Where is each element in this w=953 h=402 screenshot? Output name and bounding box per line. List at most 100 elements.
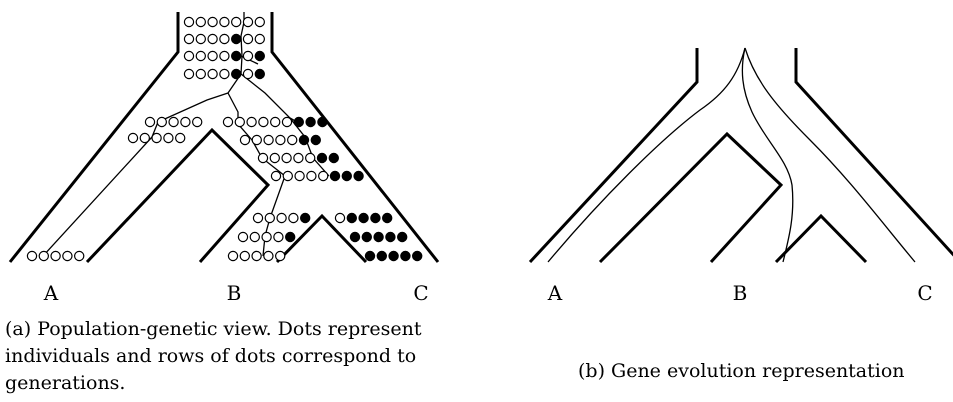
individual-dot-open xyxy=(50,250,61,262)
individual-dot-filled xyxy=(254,50,265,62)
gene-lineages xyxy=(547,47,916,263)
individual-dot-open xyxy=(264,212,275,224)
individual-dot-open xyxy=(251,134,262,146)
individual-dot-open xyxy=(144,116,156,128)
individual-dot-open xyxy=(219,33,230,45)
individual-dot-filled xyxy=(353,170,364,182)
individual-dot-open xyxy=(207,68,218,80)
individual-dot-open xyxy=(242,33,254,45)
individual-dot-filled xyxy=(412,250,423,262)
individual-dot-open xyxy=(219,16,230,28)
individual-dot-filled xyxy=(329,170,341,182)
individual-dot-open xyxy=(151,132,162,144)
individual-dot-open xyxy=(239,134,251,146)
individual-dot-open xyxy=(269,152,280,164)
individual-dot-filled xyxy=(328,152,339,164)
gene-tree-right-wall xyxy=(794,48,953,257)
individual-dot-filled xyxy=(361,231,372,243)
individual-dot-open xyxy=(273,231,284,243)
individual-dot-filled xyxy=(230,33,242,45)
individual-dot-filled xyxy=(370,212,381,224)
individual-dot-filled xyxy=(373,231,384,243)
individual-dot-open xyxy=(62,250,73,262)
individual-dot-filled xyxy=(376,250,387,262)
individual-dot-open xyxy=(261,231,272,243)
individual-dot-filled xyxy=(293,116,304,128)
individual-dot-open xyxy=(156,116,167,128)
individual-dot-open xyxy=(219,68,230,80)
individual-dot-open xyxy=(239,250,250,262)
individual-dot-open xyxy=(183,50,195,62)
individual-dot-open xyxy=(281,116,293,128)
individual-dot-open xyxy=(180,116,191,128)
caption-a: (a) Population-genetic view. Dots repres… xyxy=(5,318,422,394)
individual-dot-open xyxy=(275,134,286,146)
label-b-left: B xyxy=(227,281,242,305)
individual-dot-open xyxy=(242,16,254,28)
individual-dot-open xyxy=(195,68,206,80)
species-tree-ab-split xyxy=(85,127,271,264)
individual-dot-open xyxy=(237,231,249,243)
individual-dot-open xyxy=(294,170,305,182)
gene-tree-bc-split xyxy=(774,213,868,264)
individual-dot-open xyxy=(234,116,245,128)
individual-dot-filled xyxy=(385,231,396,243)
individual-dot-open xyxy=(288,212,299,224)
individual-dot-filled xyxy=(400,250,411,262)
individual-dot-filled xyxy=(341,170,352,182)
individual-dot-filled xyxy=(300,212,311,224)
individual-dot-open xyxy=(139,132,150,144)
individual-dot-open xyxy=(183,16,195,28)
population-genetic-diagram xyxy=(8,12,440,264)
individual-dot-open xyxy=(207,50,218,62)
caption-b: (b) Gene evolution representation xyxy=(578,360,905,382)
lineage-to-b xyxy=(741,47,794,263)
individual-dot-open xyxy=(263,250,274,262)
lineage-to-a xyxy=(547,47,746,263)
individual-dot-open xyxy=(275,250,286,262)
individual-dot-open xyxy=(26,250,38,262)
individual-dot-open xyxy=(306,170,317,182)
figure-canvas: A B C A B C xyxy=(8,12,953,305)
gene-tree-left-wall xyxy=(528,48,699,264)
individual-dot-filled xyxy=(230,50,242,62)
individual-dot-filled xyxy=(388,250,399,262)
individual-dot-filled xyxy=(285,231,296,243)
individual-dot-open xyxy=(249,231,260,243)
individual-dot-open xyxy=(263,134,274,146)
individual-dot-filled xyxy=(358,212,369,224)
individual-dot-open xyxy=(195,16,206,28)
individual-dot-open xyxy=(242,68,254,80)
individual-dot-open xyxy=(282,170,293,182)
individual-dot-open xyxy=(219,50,230,62)
individual-dot-open xyxy=(127,132,139,144)
label-a-left: A xyxy=(43,281,59,305)
individual-dot-open xyxy=(207,33,218,45)
individual-dot-open xyxy=(38,250,50,262)
individual-dot-filled xyxy=(382,212,393,224)
individual-dot-filled xyxy=(254,68,265,80)
individual-dot-filled xyxy=(364,250,376,262)
individual-dot-open xyxy=(281,152,292,164)
individual-dot-open xyxy=(163,132,174,144)
individual-dot-filled xyxy=(305,116,316,128)
individual-dot-open xyxy=(246,116,257,128)
individual-dot-filled xyxy=(230,68,242,80)
individual-dot-open xyxy=(254,33,265,45)
individual-dot-filled xyxy=(349,231,361,243)
individual-dot-filled xyxy=(346,212,357,224)
individual-dot-open xyxy=(270,116,281,128)
individual-dot-open xyxy=(191,116,203,128)
individual-dot-open xyxy=(257,152,269,164)
species-tree-right-wall xyxy=(270,12,440,263)
gene-evolution-diagram xyxy=(528,48,953,264)
label-b-right: B xyxy=(733,281,748,305)
individual-dot-open xyxy=(183,68,195,80)
individual-dot-open xyxy=(168,116,179,128)
individual-dot-open xyxy=(227,250,239,262)
individual-dot-open xyxy=(242,50,254,62)
individual-dot-filled xyxy=(317,116,328,128)
individual-dot-filled xyxy=(310,134,321,146)
label-c-left: C xyxy=(413,281,428,305)
species-tree-bc-split xyxy=(275,213,368,264)
